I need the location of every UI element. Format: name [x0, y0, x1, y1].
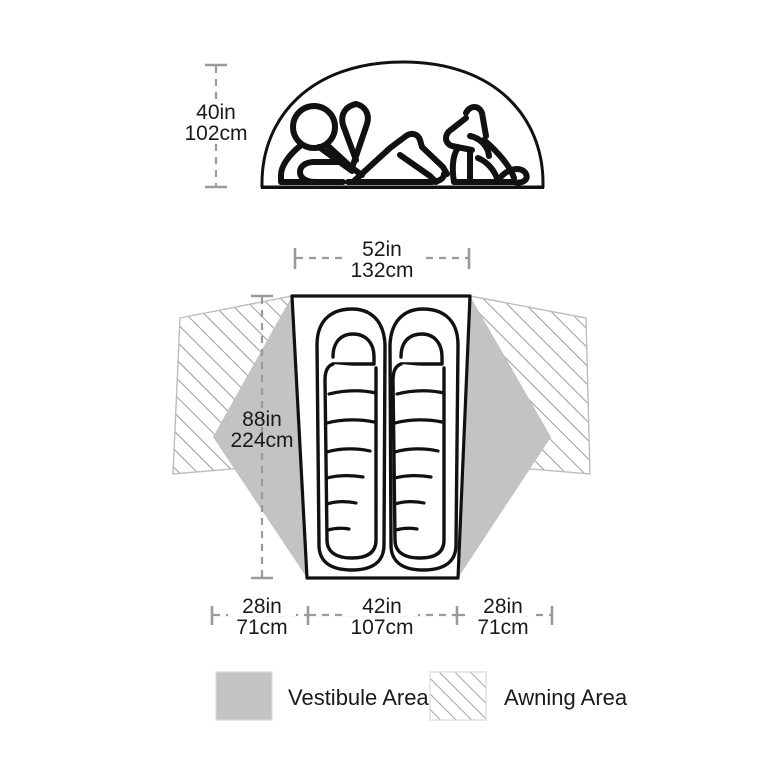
bottom-dimension-chain: 28in 71cm 42in 107cm 28in 71cm	[210, 595, 554, 639]
sleeping-bag-left-hood	[331, 332, 376, 366]
dog-front-legs	[449, 145, 473, 185]
dog-tail	[495, 166, 530, 186]
height-dimension: 40in 102cm	[178, 63, 254, 189]
bottom-middle-label-backdrop	[348, 596, 418, 616]
dog-head	[467, 133, 492, 159]
person-head	[290, 103, 338, 151]
dog-back	[481, 137, 517, 181]
person-arm-upper	[339, 101, 359, 163]
legend-swatch-awning	[429, 671, 487, 721]
sleeping-bag-right-baffle-5	[393, 500, 426, 506]
floor-plan-view: 52in 132cm	[172, 238, 591, 639]
sleeping-bag-left-baffle-6	[326, 526, 351, 532]
right-vestibule-area	[458, 296, 551, 578]
bottom-dimension-right-metric: 71cm	[477, 616, 528, 639]
length-dimension: 88in 224cm	[230, 294, 294, 580]
sleeping-bag-right	[388, 307, 460, 572]
bottom-left-label-backdrop	[228, 596, 296, 616]
sleeping-bag-right-baffle-6	[394, 526, 419, 532]
legend-label-vestibule: Vestibule Area	[288, 685, 429, 710]
sleeping-bag-right-baffle-1	[395, 389, 446, 396]
bottom-dimension-left-imperial: 28in	[242, 595, 282, 618]
sleeping-bag-left-baffle-2	[325, 418, 376, 425]
person-torso	[278, 143, 346, 185]
person-hip	[297, 159, 341, 185]
length-label-imperial: 88in	[242, 408, 282, 431]
sleeping-bag-right-baffle-3	[393, 447, 440, 454]
bottom-dimension-middle-imperial: 42in	[362, 595, 402, 618]
width-label-imperial: 52in	[362, 238, 402, 261]
height-label-backdrop	[178, 100, 254, 144]
left-vestibule-area	[213, 296, 307, 578]
sleeping-bag-left-baffle-4	[325, 474, 365, 480]
sleeping-bag-left-baffle-3	[325, 447, 372, 454]
height-label-metric: 102cm	[184, 122, 247, 145]
sleeping-bag-left-baffle-1	[327, 389, 378, 396]
dog-figure	[443, 104, 530, 186]
bottom-dimension-right-imperial: 28in	[483, 595, 523, 618]
sleeping-bag-right-hood	[399, 332, 444, 366]
bottom-dimension-middle-metric: 107cm	[350, 616, 413, 639]
sleeping-bag-right-baffle-4	[393, 474, 433, 480]
person-leg-bent	[350, 130, 450, 185]
sleeping-bag-left-baffle-5	[325, 500, 358, 506]
sleeping-bag-right-body	[391, 362, 446, 560]
legend-swatch-vestibule	[215, 671, 273, 721]
dog-ear	[463, 104, 489, 139]
sleeping-bag-left-body	[323, 362, 378, 560]
bottom-right-label-backdrop	[468, 596, 536, 616]
width-label-backdrop	[344, 238, 420, 260]
width-dimension: 52in 132cm	[293, 238, 471, 282]
legend: Vestibule Area Awning Area	[215, 671, 628, 721]
width-label-metric: 132cm	[350, 259, 413, 282]
bottom-dimension-left-metric: 71cm	[236, 616, 287, 639]
dog-snout	[443, 115, 475, 153]
person-leg-extended	[345, 171, 447, 185]
length-label-metric: 224cm	[230, 429, 293, 452]
legend-label-awning: Awning Area	[504, 685, 628, 710]
sleeping-bag-left	[315, 307, 387, 572]
elevation-view: 40in 102cm	[178, 60, 545, 189]
height-label-imperial: 40in	[196, 101, 236, 124]
person-figure	[278, 101, 450, 185]
sleeping-bag-right-baffle-2	[393, 418, 444, 425]
